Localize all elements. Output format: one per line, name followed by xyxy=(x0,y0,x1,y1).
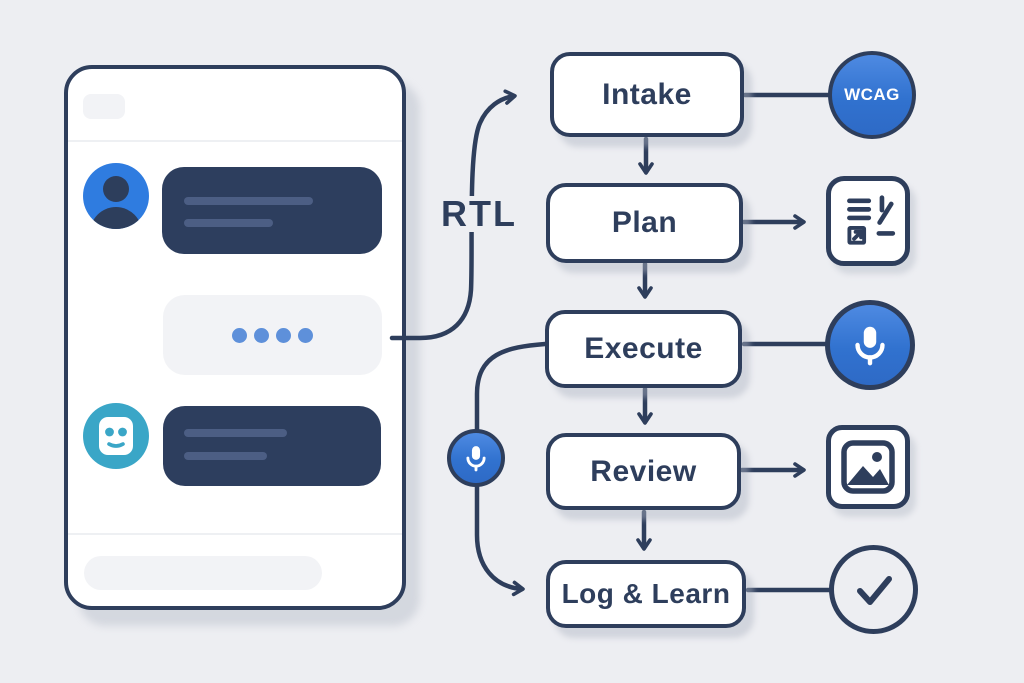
microphone-icon xyxy=(825,300,915,390)
flow-node-label: Review xyxy=(590,454,697,488)
typing-indicator-bubble xyxy=(163,295,382,375)
message-text-line xyxy=(184,219,273,227)
bot-avatar-icon xyxy=(83,403,149,469)
typing-dot xyxy=(254,327,269,343)
message-input-placeholder xyxy=(84,556,322,590)
image-icon xyxy=(826,425,910,509)
document-checklist-icon xyxy=(826,176,910,266)
document-checklist-glyph xyxy=(847,195,896,245)
typing-dot xyxy=(298,327,313,343)
user-message-bubble xyxy=(162,167,382,254)
typing-dot xyxy=(232,327,247,343)
typing-dot xyxy=(276,327,291,343)
flow-node-label: Log & Learn xyxy=(561,578,731,609)
chat-mockup-frame xyxy=(64,65,406,610)
check-circle-icon xyxy=(829,545,918,634)
flow-node-review: Review xyxy=(546,433,741,510)
flow-node-label: Plan xyxy=(611,206,678,239)
message-text-line xyxy=(184,452,267,460)
flow-node-execute: Execute xyxy=(545,310,742,388)
user-avatar-icon xyxy=(83,163,149,229)
rtl-annotation: RTL xyxy=(437,196,521,232)
flow-node-intake: Intake xyxy=(550,52,744,137)
chat-header-placeholder xyxy=(83,94,125,119)
bot-avatar-glyph xyxy=(99,417,133,455)
wcag-badge: WCAG xyxy=(828,51,916,139)
divider xyxy=(68,533,402,535)
flow-node-log-learn: Log & Learn xyxy=(546,560,746,628)
flow-node-plan: Plan xyxy=(546,183,743,263)
wcag-badge-label: WCAG xyxy=(844,85,900,104)
message-text-line xyxy=(184,197,313,205)
message-text-line xyxy=(184,429,287,437)
typing-dots xyxy=(163,295,382,375)
microphone-icon xyxy=(447,429,505,487)
check-glyph xyxy=(856,575,892,605)
microphone-glyph xyxy=(466,446,486,472)
image-glyph xyxy=(841,440,895,494)
user-avatar-glyph xyxy=(90,176,142,229)
microphone-glyph xyxy=(855,326,885,366)
flow-node-label: Execute xyxy=(584,332,703,365)
divider xyxy=(68,140,402,142)
flow-node-label: Intake xyxy=(602,77,692,111)
bot-message-bubble xyxy=(163,406,381,486)
